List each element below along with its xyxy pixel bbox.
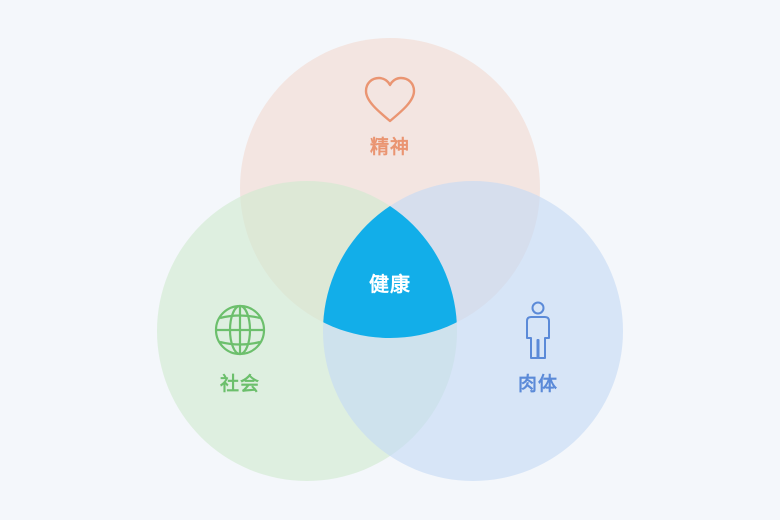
- globe-icon: [214, 304, 266, 356]
- heart-icon: [364, 76, 416, 123]
- circle-label-social: 社会: [219, 372, 260, 395]
- center-intersection: [323, 181, 457, 338]
- person-icon: [526, 301, 550, 359]
- circle-label-mental: 精神: [370, 135, 410, 158]
- center-label: 健康: [369, 272, 411, 296]
- circle-label-physical: 肉体: [518, 372, 558, 395]
